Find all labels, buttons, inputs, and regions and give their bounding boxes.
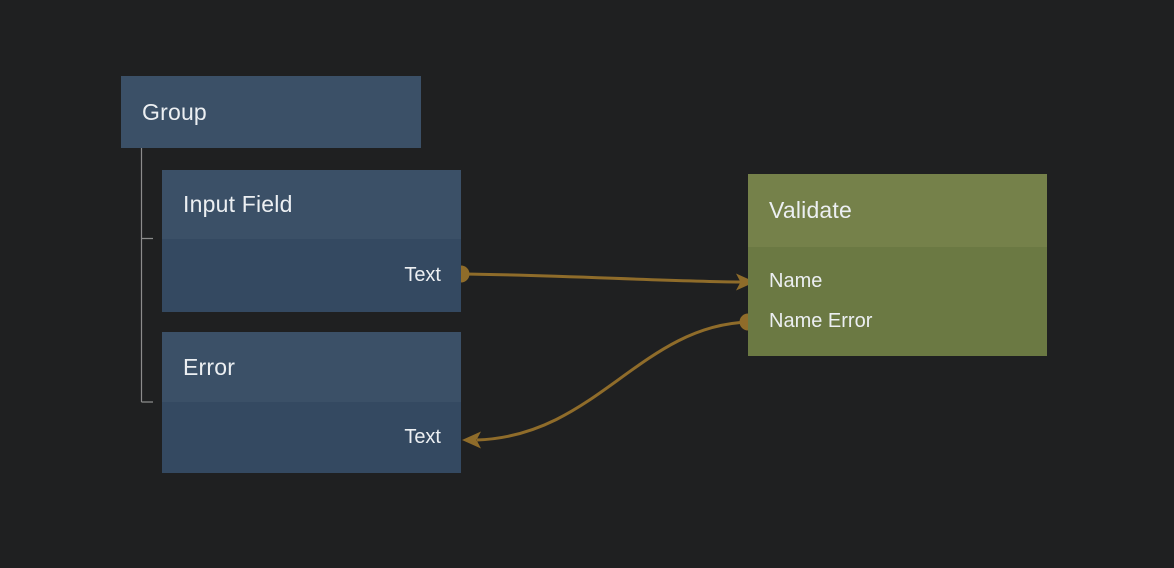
wire[interactable] — [460, 272, 742, 284]
node-group-title: Group — [142, 98, 207, 125]
node-input-field[interactable]: Input Field Text — [162, 170, 461, 312]
port-row-name-input[interactable]: Name — [748, 261, 1047, 301]
node-error[interactable]: Error Text — [162, 332, 461, 473]
node-error-body: Text — [162, 402, 461, 473]
node-group-header[interactable]: Group — [121, 76, 421, 148]
node-group[interactable]: Group — [121, 76, 421, 148]
group-tree-connector — [140, 148, 153, 403]
node-validate-header[interactable]: Validate — [748, 174, 1047, 247]
port-row-text-input[interactable]: Text — [162, 402, 461, 473]
node-error-title: Error — [183, 353, 236, 380]
connection-inputfield-text-to-validate-name[interactable] — [452, 265, 756, 291]
node-input-field-body: Text — [162, 239, 461, 312]
port-row-name-error-output[interactable]: Name Error — [748, 301, 1047, 341]
port-label-text: Text — [404, 426, 441, 448]
arrowhead-into-error-text — [462, 431, 481, 449]
node-input-field-header[interactable]: Input Field — [162, 170, 461, 239]
port-label-name-error: Name Error — [769, 309, 873, 332]
port-row-text-output[interactable]: Text — [162, 239, 461, 312]
node-error-header[interactable]: Error — [162, 332, 461, 402]
node-validate[interactable]: Validate Name Name Error — [748, 174, 1047, 356]
node-input-field-title: Input Field — [183, 191, 293, 217]
connection-validate-nameerror-to-error-text[interactable] — [462, 313, 757, 449]
node-validate-title: Validate — [769, 197, 853, 223]
port-label-name: Name — [769, 269, 823, 292]
node-validate-body: Name Name Error — [748, 247, 1047, 356]
wire[interactable] — [476, 320, 749, 442]
port-label-text: Text — [404, 264, 441, 286]
